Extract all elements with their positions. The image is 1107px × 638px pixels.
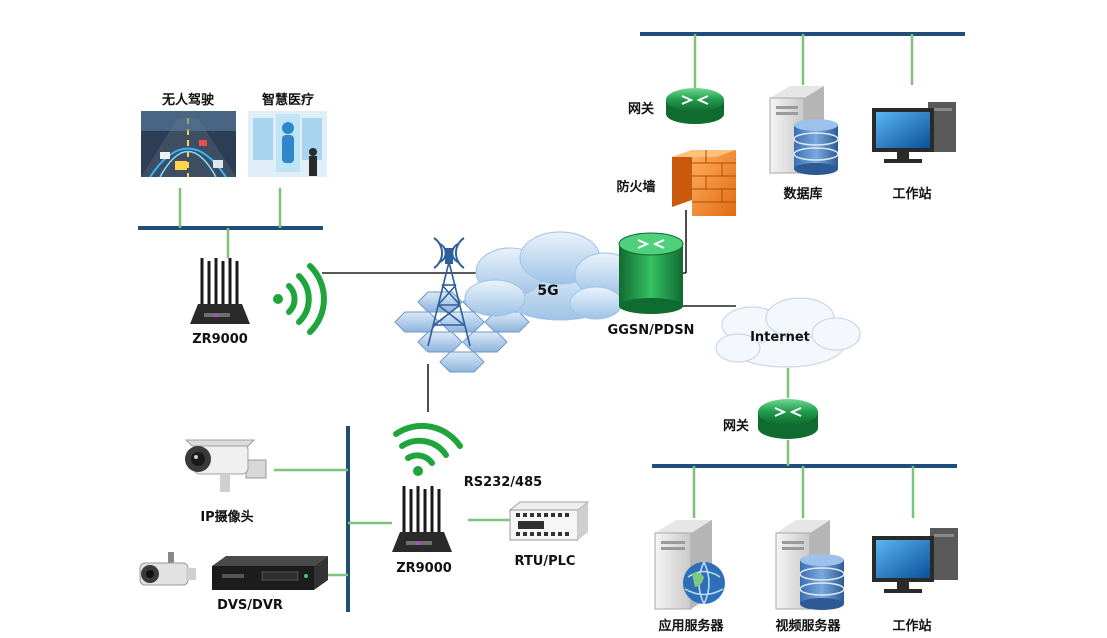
label-ip-camera: IP摄像头	[200, 509, 253, 525]
small-camera-icon	[139, 552, 196, 586]
smart-healthcare-image	[248, 111, 327, 177]
workstation-bottom-icon	[872, 528, 958, 593]
ggsn-router	[618, 232, 684, 314]
label-firewall: 防火墙	[616, 179, 655, 195]
label-rtu: RTU/PLC	[515, 554, 576, 569]
label-smart-healthcare: 智慧医疗	[262, 92, 314, 108]
label-ggsn: GGSN/PDSN	[608, 323, 695, 338]
gateway-router-bottom	[758, 399, 818, 439]
ip-camera-icon	[184, 439, 267, 492]
label-database: 数据库	[783, 186, 822, 202]
label-workstation-top: 工作站	[892, 186, 931, 202]
workstation-top-icon	[872, 102, 956, 163]
dvr-box-icon	[212, 556, 328, 590]
wifi-signal-bottom	[393, 422, 463, 476]
zr9000-router-top	[190, 258, 250, 324]
label-app-server: 应用服务器	[658, 618, 724, 634]
autonomous-driving-image	[141, 111, 236, 178]
label-workstation-bottom: 工作站	[892, 618, 931, 634]
cloud-5g	[464, 231, 636, 321]
label-video-server: 视频服务器	[775, 618, 841, 634]
label-dvs: DVS/DVR	[217, 598, 283, 613]
label-router-top: ZR9000	[192, 332, 248, 347]
database-server-icon	[769, 86, 839, 175]
label-5g: 5G	[537, 283, 558, 299]
zr9000-router-bottom	[392, 486, 452, 552]
cloud-internet	[715, 297, 861, 368]
gateway-router-top	[666, 88, 724, 124]
label-rs232: RS232/485	[464, 475, 542, 490]
cell-tower	[394, 237, 530, 373]
app-server-icon	[654, 520, 725, 610]
label-gateway-top: 网关	[628, 101, 654, 117]
label-internet: Internet	[750, 330, 810, 345]
label-router-bottom: ZR9000	[396, 561, 452, 576]
video-server-icon	[775, 520, 845, 610]
wifi-signal-top	[273, 263, 327, 335]
green-links	[178, 34, 915, 577]
rtu-plc-icon	[508, 501, 590, 541]
firewall-icon	[672, 150, 736, 216]
label-gateway-bottom: 网关	[723, 418, 749, 434]
label-autonomous-driving: 无人驾驶	[161, 92, 214, 108]
